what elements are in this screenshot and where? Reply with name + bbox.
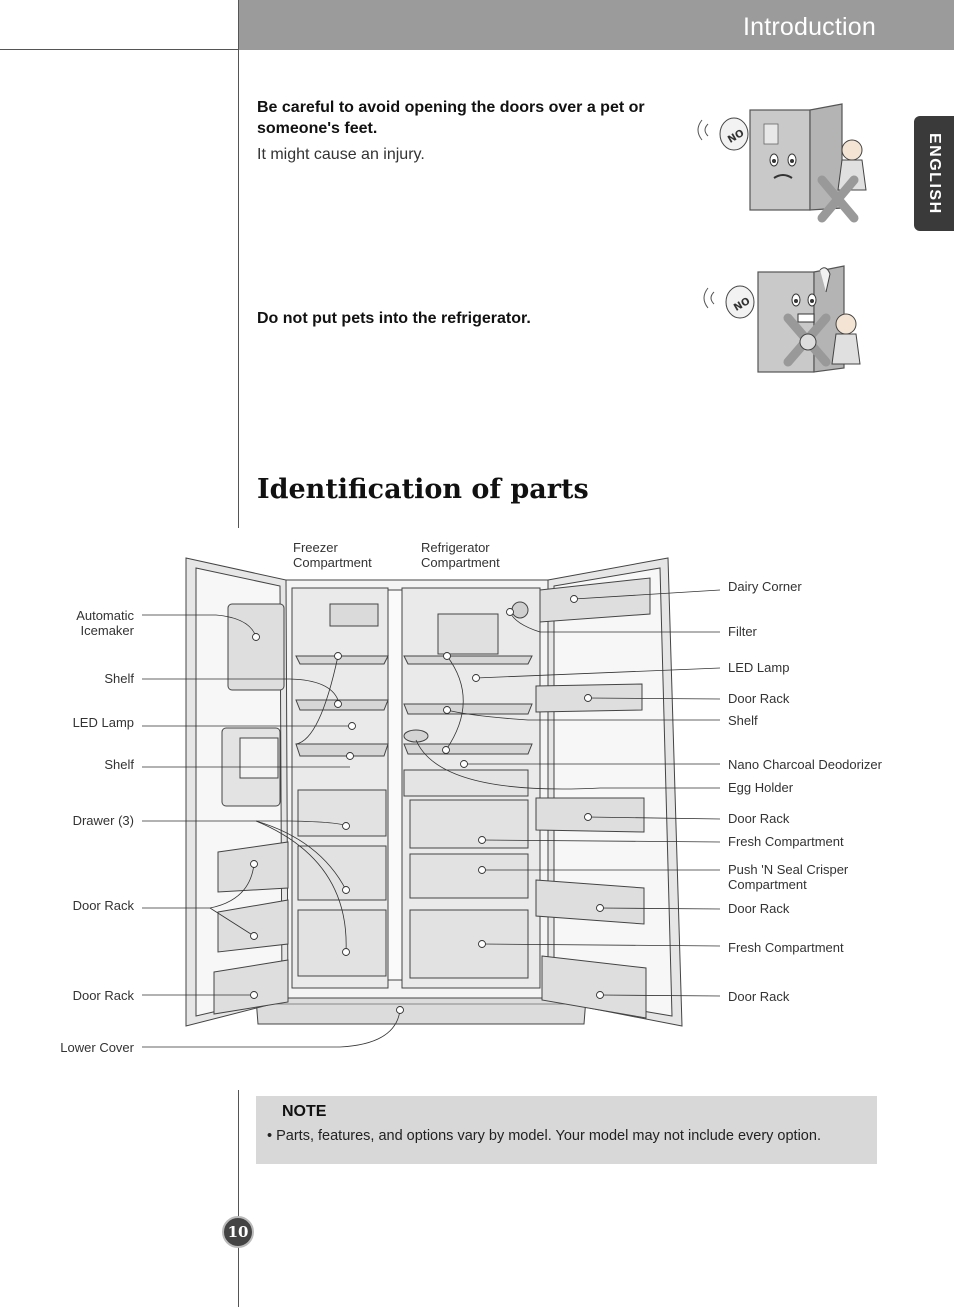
label-led-lamp-left: LED Lamp [72, 715, 134, 730]
label-shelf-left-1: Shelf [104, 671, 134, 686]
label-fresh-compartment-1: Fresh Compartment [728, 834, 844, 849]
label-fresh-compartment-2: Fresh Compartment [728, 940, 844, 955]
label-door-rack-right-4: Door Rack [728, 989, 790, 1004]
warning-heading-2: Do not put pets into the refrigerator. [257, 310, 531, 327]
margin-rule-lower [238, 1090, 239, 1307]
label-door-rack-right-2: Door Rack [728, 811, 790, 826]
label-nano-charcoal-deodorizer: Nano Charcoal Deodorizer [728, 757, 882, 772]
label-door-rack-right-1: Door Rack [728, 691, 790, 706]
label-shelf-left-2: Shelf [104, 757, 134, 772]
label-drawer: Drawer (3) [72, 813, 134, 828]
label-egg-holder: Egg Holder [728, 780, 794, 795]
fridge-door-warning-illustration: NO [697, 103, 867, 223]
page-number-badge: 10 [222, 1216, 254, 1248]
label-led-lamp-right: LED Lamp [728, 660, 790, 675]
note-text: • Parts, features, and options vary by m… [267, 1128, 821, 1144]
warning-heading-line1: Be careful to avoid opening the doors ov… [257, 99, 645, 116]
section-title: Identification of parts [257, 474, 589, 505]
language-tab [914, 116, 954, 231]
note-box [256, 1096, 877, 1164]
header-bar [238, 0, 954, 50]
refrigerator-parts-diagram [142, 557, 721, 1048]
label-door-rack-right-3: Door Rack [728, 901, 790, 916]
note-title: NOTE [282, 1103, 327, 1120]
label-shelf-right: Shelf [728, 713, 758, 728]
label-filter: Filter [728, 624, 757, 639]
label-door-rack-left-1: Door Rack [72, 898, 134, 913]
warning-heading-line2: someone's feet. [257, 120, 378, 137]
label-dairy-corner: Dairy Corner [728, 579, 802, 594]
margin-rule [238, 0, 239, 528]
label-lower-cover: Lower Cover [60, 1040, 134, 1055]
warning-body: It might cause an injury. [257, 146, 425, 163]
top-rule [0, 49, 238, 50]
pet-in-fridge-warning-illustration: NO [703, 265, 861, 373]
page-header-title: Introduction [742, 13, 876, 41]
language-tab-label: ENGLISH [926, 132, 943, 215]
label-door-rack-left-2: Door Rack [72, 988, 134, 1003]
